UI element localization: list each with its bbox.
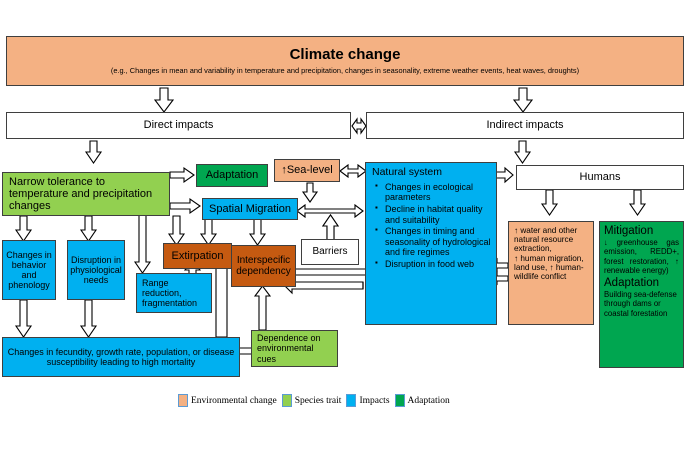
natural-system-box: Natural system Changes in ecological par… xyxy=(365,162,497,325)
natural-system-bullet: Disruption in food web xyxy=(375,258,492,270)
legend-swatch-icon xyxy=(346,394,357,407)
legend-item-species-trait: Species trait xyxy=(281,394,342,407)
human-pressures-box: ↑ water and other natural resource extra… xyxy=(508,221,594,325)
arrow-barriers-to-spatialmigration xyxy=(321,214,340,241)
human-pressures-line: ↑ human migration, xyxy=(514,253,584,263)
arrow-direct-indirect-bidirectional xyxy=(351,117,367,135)
natural-system-bullet: Changes in timing and seasonality of hyd… xyxy=(375,225,492,258)
human-pressures-line: ↑ water and other xyxy=(514,226,578,235)
arrow-humans-to-pressures xyxy=(540,189,559,216)
arrow-spatialmigration-to-interspecific xyxy=(248,218,267,246)
legend-item-adaptation: Adaptation xyxy=(394,394,450,407)
arrow-spatialmigration-naturalsystem xyxy=(296,203,364,219)
arrow-tolerance-to-physiological xyxy=(79,215,98,242)
arrow-tolerance-to-behavior xyxy=(14,215,33,242)
narrow-tolerance-label: Narrow tolerance to temperature and prec… xyxy=(9,175,153,213)
arrow-climate-to-indirect xyxy=(512,87,534,113)
disruption-physiological-label: Disruption in physiological needs xyxy=(70,254,122,286)
arrow-tolerance-to-adaptation xyxy=(169,166,195,184)
changes-behavior-box: Changes in behavior and phenology xyxy=(2,240,56,300)
changes-fecundity-box: Changes in fecundity, growth rate, popul… xyxy=(2,337,240,377)
legend: Environmental change Species trait Impac… xyxy=(178,394,450,407)
arrow-tolerance-to-spatial-migration xyxy=(169,197,201,215)
adaptation-body: Building sea-defense through dams or coa… xyxy=(604,289,677,318)
range-reduction-box: Range reduction, fragmentation xyxy=(136,273,212,313)
legend-label: Impacts xyxy=(359,395,390,406)
natural-system-title: Natural system xyxy=(372,166,443,178)
narrow-tolerance-box: Narrow tolerance to temperature and prec… xyxy=(2,172,170,216)
legend-item-environmental-change: Environmental change xyxy=(178,394,277,407)
sea-level-label: ↑Sea-level xyxy=(281,164,333,177)
natural-system-bullet-list: Changes in ecological parameters Decline… xyxy=(372,181,492,271)
extirpation-box: Extirpation xyxy=(163,243,232,269)
mitigation-adaptation-box: Mitigation ↓ greenhouse gas emission, RE… xyxy=(599,221,684,368)
direct-impacts-label: Direct impacts xyxy=(143,119,214,132)
spatial-migration-label: Spatial Migration xyxy=(209,202,291,215)
arrow-sealevel-to-spatial-migration xyxy=(301,182,319,203)
interspecific-dependency-label: Interspecific dependency xyxy=(236,254,291,277)
arrow-behavior-to-fecundity xyxy=(14,299,33,338)
arrow-sealevel-natural-system xyxy=(339,163,367,179)
natural-system-bullet: Changes in ecological parameters xyxy=(375,181,492,203)
human-pressures-line: extraction, xyxy=(514,244,552,254)
direct-impacts-box: Direct impacts xyxy=(6,112,351,139)
legend-label: Species trait xyxy=(294,395,342,406)
human-pressures-line: land use, ↑ human- xyxy=(514,262,584,272)
adaptation-label: Adaptation xyxy=(205,169,259,182)
arrow-climate-to-direct xyxy=(153,87,175,113)
climate-change-title: Climate change xyxy=(289,45,401,63)
barriers-label: Barriers xyxy=(312,246,348,258)
extirpation-label: Extirpation xyxy=(171,249,224,262)
humans-box: Humans xyxy=(516,165,684,190)
disruption-physiological-box: Disruption in physiological needs xyxy=(67,240,125,300)
legend-item-impacts: Impacts xyxy=(346,394,390,407)
arrow-spatialmigration-to-extirpation xyxy=(199,218,218,246)
dependence-cues-label: Dependence on environmental cues xyxy=(257,333,321,364)
arrow-fecundity-to-extirpation xyxy=(210,257,228,338)
arrow-cues-to-interspecific xyxy=(253,285,272,331)
arrow-physiological-to-fecundity xyxy=(79,299,98,338)
changes-fecundity-label: Changes in fecundity, growth rate, popul… xyxy=(7,346,235,367)
legend-swatch-icon xyxy=(178,394,188,407)
legend-label: Adaptation xyxy=(407,395,450,406)
legend-swatch-icon xyxy=(394,394,405,407)
interspecific-dependency-box: Interspecific dependency xyxy=(231,245,296,287)
indirect-impacts-box: Indirect impacts xyxy=(366,112,684,139)
changes-behavior-label: Changes in behavior and phenology xyxy=(6,249,52,291)
spatial-migration-box: Spatial Migration xyxy=(202,198,298,220)
range-reduction-label: Range reduction, fragmentation xyxy=(142,277,198,309)
mitigation-heading: Mitigation xyxy=(604,225,654,237)
barriers-box: Barriers xyxy=(301,239,359,265)
arrow-direct-to-narrow-tolerance xyxy=(84,140,103,164)
mitigation-body: ↓ greenhouse gas emission, REDD+, forest… xyxy=(604,237,679,276)
legend-label: Environmental change xyxy=(191,395,277,406)
human-pressures-line: natural resource xyxy=(514,235,574,245)
legend-swatch-icon xyxy=(281,394,292,407)
adaptation-heading: Adaptation xyxy=(604,276,659,289)
adaptation-box: Adaptation xyxy=(196,164,268,187)
indirect-impacts-label: Indirect impacts xyxy=(486,119,564,132)
arrow-tolerance-to-extirpation xyxy=(167,215,186,246)
natural-system-bullet: Decline in habitat quality and suitabili… xyxy=(375,203,492,225)
climate-change-subtitle: (e.g., Changes in mean and variability i… xyxy=(110,65,580,75)
arrow-humans-to-mitigation xyxy=(628,189,647,216)
climate-change-box: Climate change (e.g., Changes in mean an… xyxy=(6,36,684,86)
arrow-indirect-to-humans xyxy=(513,140,532,164)
sea-level-box: ↑Sea-level xyxy=(274,159,340,182)
humans-label: Humans xyxy=(579,171,621,184)
human-pressures-line: wildlife conflict xyxy=(514,271,567,281)
arrow-riser-to-spatialmigration xyxy=(321,214,340,241)
dependence-cues-box: Dependence on environmental cues xyxy=(251,330,338,367)
